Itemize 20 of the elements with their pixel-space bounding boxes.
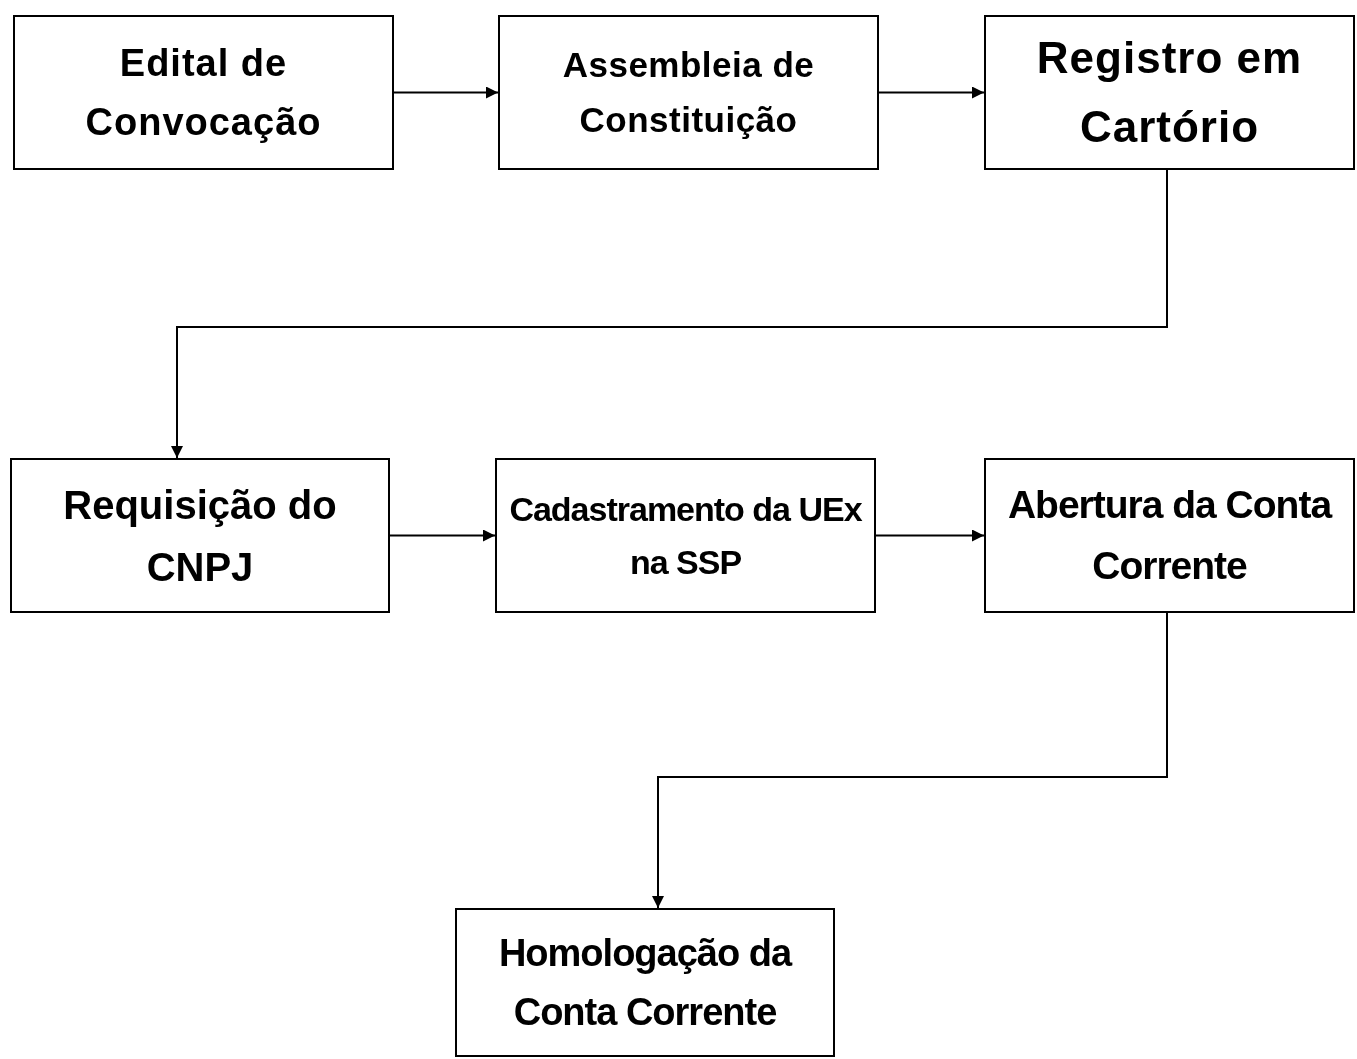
step-label: Abertura da Conta Corrente: [1006, 482, 1333, 589]
step-label: Cadastramento da UEx na SSP: [508, 488, 863, 583]
process-box: [495, 458, 876, 613]
step-label: Assembleia de Constituição: [561, 44, 816, 141]
arrow: [393, 86, 499, 99]
arrow: [389, 529, 496, 542]
process-box: [984, 458, 1355, 613]
process-box: [498, 15, 879, 170]
process-box: [984, 15, 1355, 170]
step-label: Requisição do CNPJ: [62, 481, 338, 591]
process-box: [13, 15, 394, 170]
step-label: Homologação da Conta Corrente: [497, 930, 793, 1035]
process-box: [455, 908, 835, 1057]
step-label: Edital de Convocação: [84, 40, 323, 145]
arrow: [652, 612, 1168, 909]
arrow: [171, 169, 1168, 459]
arrow: [875, 529, 985, 542]
step-label: Registro em Cartório: [1035, 32, 1304, 153]
arrow: [878, 86, 985, 99]
process-box: [10, 458, 390, 613]
